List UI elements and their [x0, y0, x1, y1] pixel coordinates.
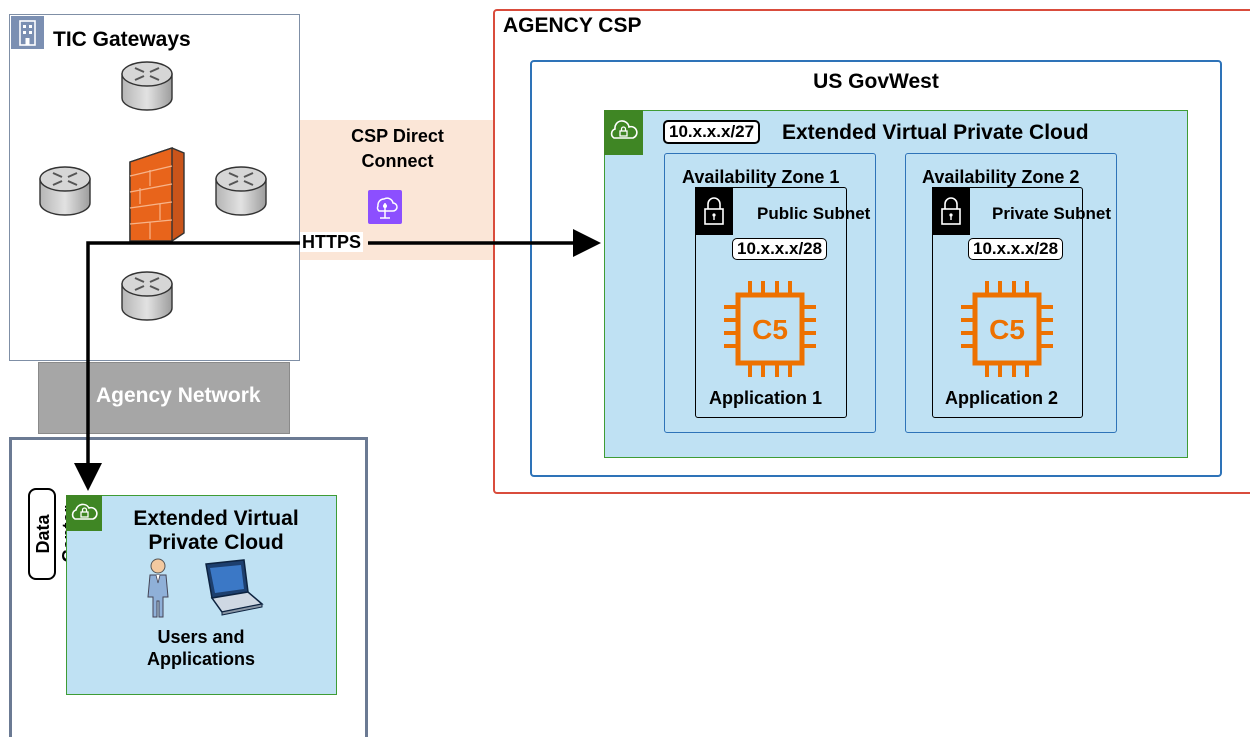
data-center-vpc-title: Extended Virtual Private Cloud [133, 507, 299, 554]
direct-connect-title: CSP Direct Connect [351, 126, 444, 171]
availability-zone-1 [664, 153, 876, 433]
availability-zone-2-title: Availability Zone 2 [922, 167, 1080, 187]
building-icon [11, 16, 44, 49]
direct-connect-icon [368, 190, 402, 224]
public-subnet [695, 187, 847, 418]
tic-gateways-title: TIC Gateways [53, 28, 191, 51]
public-subnet-title: Public Subnet [757, 204, 871, 223]
users-and-applications-label: Users and Applications [146, 627, 255, 669]
agency-network-label: Agency Network [96, 384, 261, 407]
agency-csp-group [493, 9, 1250, 494]
laptop-icon [205, 559, 264, 616]
private-subnet-cidr: 10.x.x.x/28 [968, 238, 1064, 260]
lock-icon [695, 187, 733, 235]
router-icon [39, 166, 91, 216]
https-label: HTTPS [300, 232, 364, 252]
router-icon [121, 61, 173, 111]
tic-devices [39, 61, 267, 321]
agency-csp-title: AGENCY CSP [503, 14, 642, 37]
data-center-group [9, 437, 368, 737]
c5-label: C5 [989, 314, 1025, 345]
private-subnet [932, 187, 1083, 418]
cloud-lock-icon [604, 110, 643, 155]
user-icon [147, 558, 169, 618]
users-devices [147, 558, 264, 618]
vpc-cidr-badge: 10.x.x.x/27 [663, 120, 761, 144]
lock-icon [932, 187, 970, 235]
router-icon [215, 166, 267, 216]
availability-zone-1-title: Availability Zone 1 [682, 167, 840, 187]
application-2-label: Application 2 [945, 388, 1059, 408]
region-group [530, 60, 1222, 477]
csp-vpc [604, 110, 1188, 458]
region-title: US GovWest [813, 70, 939, 93]
router-icon [121, 271, 173, 321]
application-1-label: Application 1 [709, 388, 823, 408]
availability-zone-2 [905, 153, 1117, 433]
public-subnet-cidr: 10.x.x.x/28 [732, 238, 828, 260]
c5-instance-icon: C5 [724, 281, 816, 377]
firewall-icon [129, 147, 185, 242]
c5-label: C5 [752, 314, 788, 345]
c5-instance-icon: C5 [961, 281, 1053, 377]
csp-vpc-title: Extended Virtual Private Cloud [782, 121, 1089, 144]
data-center-vpc [66, 495, 337, 695]
agency-network-bar [38, 362, 290, 434]
private-subnet-title: Private Subnet [992, 204, 1112, 223]
cloud-lock-icon [66, 495, 102, 531]
